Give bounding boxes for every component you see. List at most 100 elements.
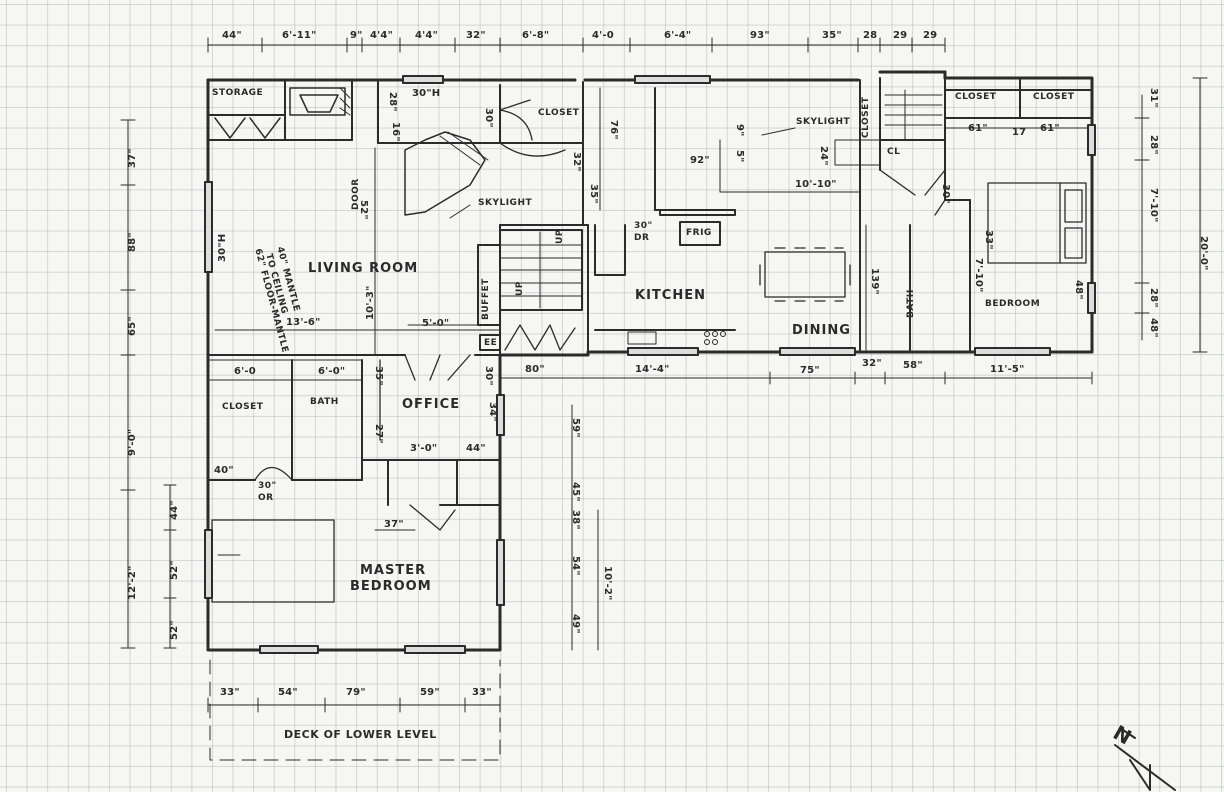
- dim-3-0: 3'-0": [410, 443, 438, 454]
- dim-11-5: 11'-5": [990, 364, 1025, 375]
- dim-61a: 61": [968, 123, 988, 134]
- top-dim: 6'-4": [664, 30, 692, 41]
- kitchen-appliances: [627, 331, 726, 345]
- left-dim: 65": [127, 316, 138, 336]
- note-fridge: FRIG: [686, 228, 712, 238]
- dim-35: 35": [588, 184, 599, 204]
- dim-living-width: 13'-6": [286, 317, 321, 328]
- dim-58: 58": [903, 360, 923, 371]
- dim-59: 59": [570, 418, 581, 438]
- room-label-bedroom: BEDROOM: [985, 299, 1041, 309]
- dim-49: 49": [570, 614, 581, 634]
- room-label-office: OFFICE: [402, 397, 461, 412]
- bottom-dim: 33": [472, 687, 492, 698]
- dim-17: 17: [1012, 127, 1027, 138]
- right-dim: 20'-0": [1198, 236, 1209, 271]
- windows: [204, 75, 1096, 654]
- room-label-closet-right-2: CLOSET: [1033, 92, 1075, 102]
- dim-37: 37": [384, 519, 404, 530]
- dimension-lines: [120, 37, 1208, 761]
- top-dim: 9": [350, 30, 363, 41]
- bottom-dim: 54": [278, 687, 298, 698]
- dim-14-4: 14'-4": [635, 364, 670, 375]
- dim-80: 80": [525, 364, 545, 375]
- dim-35b: 35": [373, 366, 384, 386]
- dim-30: 30": [483, 108, 494, 128]
- master-left-dim: 52": [169, 620, 180, 640]
- room-label-bath-right: BATH: [906, 289, 916, 318]
- note-up-2: UP: [555, 229, 565, 244]
- piano: [404, 131, 489, 216]
- dim-44: 44": [466, 443, 486, 454]
- doors: [254, 99, 946, 531]
- dim-6-0b: 6'-0": [318, 366, 346, 377]
- dim-75: 75": [800, 365, 820, 376]
- room-label-closet-top: CLOSET: [538, 108, 580, 118]
- stairs: [499, 89, 943, 309]
- master-left-dim: 52": [169, 560, 180, 580]
- note-up-1: UP: [515, 281, 525, 296]
- top-dim: 6'-11": [282, 30, 317, 41]
- top-dim: 4'4": [415, 30, 438, 41]
- dim-9: 9": [734, 124, 745, 137]
- north-arrow: [1114, 727, 1176, 791]
- room-label-kitchen: KITCHEN: [635, 288, 706, 303]
- dim-5: 5": [734, 150, 745, 163]
- right-dim: 28": [1148, 288, 1159, 308]
- exterior-walls: [206, 70, 1094, 652]
- note-dr: DR: [634, 233, 650, 243]
- note-dr-30: 30": [634, 221, 653, 231]
- room-label-master-2: BEDROOM: [350, 579, 432, 594]
- note-ee: EE: [484, 338, 498, 348]
- dim-139: 139": [869, 268, 880, 295]
- top-dim: 4'-0: [592, 30, 614, 41]
- dim-32b: 32": [862, 358, 882, 369]
- dim-34: 34": [487, 402, 498, 422]
- dim-45: 45": [570, 482, 581, 502]
- dim-32: 32": [571, 152, 582, 172]
- dim-window-30h: 30"H: [412, 88, 441, 99]
- dim-27: 27": [373, 424, 384, 444]
- left-dim: 12'-2": [127, 565, 138, 601]
- dim-54: 54": [570, 556, 581, 576]
- right-dim: 28": [1148, 135, 1159, 155]
- dim-6-0a: 6'-0: [234, 366, 256, 377]
- room-label-deck: DECK OF LOWER LEVEL: [284, 728, 437, 741]
- left-dim: 9'-0": [127, 428, 138, 456]
- room-label-closet-right-1: CLOSET: [955, 92, 997, 102]
- right-dim: 48": [1148, 318, 1159, 338]
- bottom-dim: 33": [220, 687, 240, 698]
- dim-92: 92": [690, 155, 710, 166]
- top-dim: 29: [893, 30, 908, 41]
- top-dim: 6'-8": [522, 30, 550, 41]
- note-skylight-1: SKYLIGHT: [796, 117, 851, 127]
- top-dim: 32": [466, 30, 486, 41]
- top-dim: 28: [863, 30, 878, 41]
- bottom-dim: 79": [346, 687, 366, 698]
- note-or-30: 30": [258, 481, 277, 491]
- dim-33: 33": [983, 230, 994, 250]
- note-skylight-2: SKYLIGHT: [478, 198, 533, 208]
- room-label-master-1: MASTER: [360, 563, 427, 578]
- room-label-cl: CL: [887, 147, 901, 157]
- room-label-living-room: LIVING ROOM: [308, 261, 419, 276]
- right-dim: 7'-10": [1148, 188, 1159, 223]
- room-label-bath-left: BATH: [310, 397, 339, 407]
- dim-30c: 30": [940, 184, 951, 204]
- master-left-dim: 44": [169, 500, 180, 520]
- left-dim: 37": [127, 148, 138, 168]
- dim-living-height: 10'-3": [365, 285, 376, 321]
- dim-7-10: 7'-10": [973, 258, 984, 293]
- dining-table: [759, 247, 851, 302]
- dim-76: 76": [608, 120, 619, 140]
- bed-right: [987, 182, 1087, 264]
- dim-40: 40": [214, 465, 234, 476]
- room-label-storage: STORAGE: [212, 88, 264, 98]
- fireplace: [214, 87, 351, 139]
- dim-38: 38": [570, 510, 581, 530]
- dim-48: 48": [1073, 280, 1084, 300]
- note-or: OR: [258, 493, 274, 503]
- top-dim: 44": [222, 30, 242, 41]
